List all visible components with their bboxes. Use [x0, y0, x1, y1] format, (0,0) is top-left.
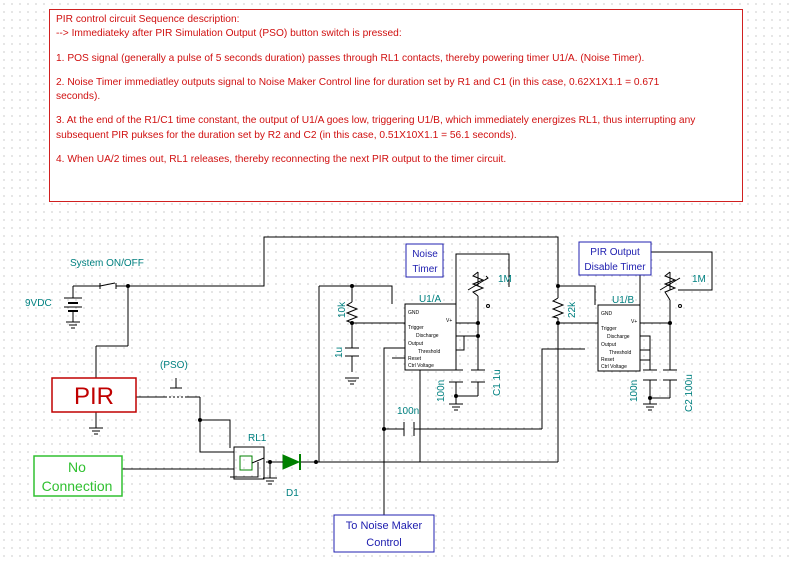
svg-text:Discharge: Discharge: [607, 334, 630, 340]
battery-icon: [64, 297, 82, 312]
noise-timer-label-2: Timer: [412, 264, 438, 275]
noise-maker-block: [333, 514, 435, 553]
svg-text:V+: V+: [446, 318, 452, 324]
pso-label: (PSO): [160, 360, 188, 371]
svg-text:Ctrl Voltage: Ctrl Voltage: [601, 364, 627, 370]
potentiometer-2-icon: [659, 271, 682, 308]
description-step-2-line-1: 2. Noise Timer immediatley outputs signa…: [56, 76, 660, 88]
svg-text:Threshold: Threshold: [609, 350, 631, 356]
capacitor-c1-label: C1 1u: [492, 369, 503, 396]
svg-text:Threshold: Threshold: [418, 349, 440, 355]
capacitor-c2-label: C2 100u: [684, 374, 695, 412]
ground-icons: [66, 321, 657, 485]
pso-button-icon: [165, 378, 187, 398]
svg-text:Ctrl Voltage: Ctrl Voltage: [408, 363, 434, 369]
no-connection-block: [33, 455, 123, 497]
capacitor-100n-b-icon: [643, 369, 657, 381]
svg-text:GND: GND: [601, 311, 613, 317]
svg-text:Reset: Reset: [408, 356, 422, 362]
no-connection-label-1: No: [68, 459, 86, 475]
system-switch-label: System ON/OFF: [70, 258, 144, 269]
description-step-3-line-2: subsequent PIR pukses for the duration s…: [56, 129, 517, 141]
resistor-10k-icon: [345, 301, 359, 324]
potentiometer-1-label: 1M: [498, 274, 512, 285]
description-title: PIR control circuit Sequence description…: [56, 14, 240, 25]
battery-label: 9VDC: [25, 298, 52, 309]
description-intro: --> Immediateky after PIR Simulation Out…: [56, 28, 402, 40]
relay-icon: [224, 446, 265, 480]
resistor-22k-label: 22k: [567, 301, 578, 318]
description-step-4: 4. When UA/2 times out, RL1 releases, th…: [56, 154, 507, 166]
description-step-1: 1. POS signal (generally a pulse of 5 se…: [56, 52, 645, 64]
capacitor-100n-mid-label: 100n: [397, 406, 419, 417]
timer-chip-u1a: GND V+ Trigger Discharge Output Threshol…: [404, 303, 457, 371]
description-step-3-line-1: 3. At the end of the R1/C1 time constant…: [56, 115, 696, 127]
relay-label: RL1: [248, 433, 267, 444]
sequence-description-box: PIR control circuit Sequence description…: [49, 9, 743, 202]
potentiometer-2-label: 1M: [692, 274, 706, 285]
noise-maker-label-1: To Noise Maker: [346, 520, 423, 532]
resistor-22k-icon: [551, 297, 565, 319]
junctions: [126, 284, 672, 464]
timer-chip-u1b: GND V+ Trigger Discharge Output Threshol…: [597, 304, 641, 372]
diode-label: D1: [286, 488, 299, 499]
capacitor-100n-b-label: 100n: [629, 380, 640, 402]
resistor-10k-label: 10k: [337, 301, 348, 318]
capacitor-100n-a-icon: [449, 369, 463, 383]
noise-maker-label-2: Control: [366, 537, 401, 549]
capacitor-100n-a-label: 100n: [436, 380, 447, 402]
u1b-label: U1/B: [612, 295, 635, 306]
svg-text:Trigger: Trigger: [408, 325, 424, 331]
pir-disable-timer-tag: [578, 241, 652, 276]
no-connection-label-2: Connection: [42, 478, 113, 494]
capacitor-1u-label: 1u: [334, 347, 345, 358]
potentiometer-1-icon: [467, 271, 490, 308]
noise-timer-label-1: Noise: [412, 249, 438, 260]
pir-block: [51, 377, 137, 413]
diode-icon: [270, 454, 301, 470]
svg-text:Output: Output: [408, 341, 424, 347]
noise-timer-tag: [405, 243, 444, 278]
pir-label: PIR: [74, 383, 114, 410]
wires: [72, 236, 713, 520]
capacitor-100n-mid-icon: [403, 422, 415, 436]
svg-text:V+: V+: [631, 319, 637, 325]
capacitor-c2-icon: [663, 369, 677, 381]
u1a-label: U1/A: [419, 294, 442, 305]
capacitor-c1-icon: [471, 369, 485, 383]
svg-text:Trigger: Trigger: [601, 326, 617, 332]
svg-text:GND: GND: [408, 310, 420, 316]
pir-disable-timer-label-1: PIR Output: [590, 247, 640, 258]
pir-disable-timer-label-2: Disable Timer: [584, 262, 646, 273]
svg-text:Discharge: Discharge: [416, 333, 439, 339]
svg-text:Output: Output: [601, 342, 617, 348]
svg-text:Reset: Reset: [601, 357, 615, 363]
capacitor-1u-icon: [345, 347, 359, 357]
system-switch-icon: [99, 282, 117, 289]
description-step-2-line-2: seconds).: [56, 91, 101, 103]
